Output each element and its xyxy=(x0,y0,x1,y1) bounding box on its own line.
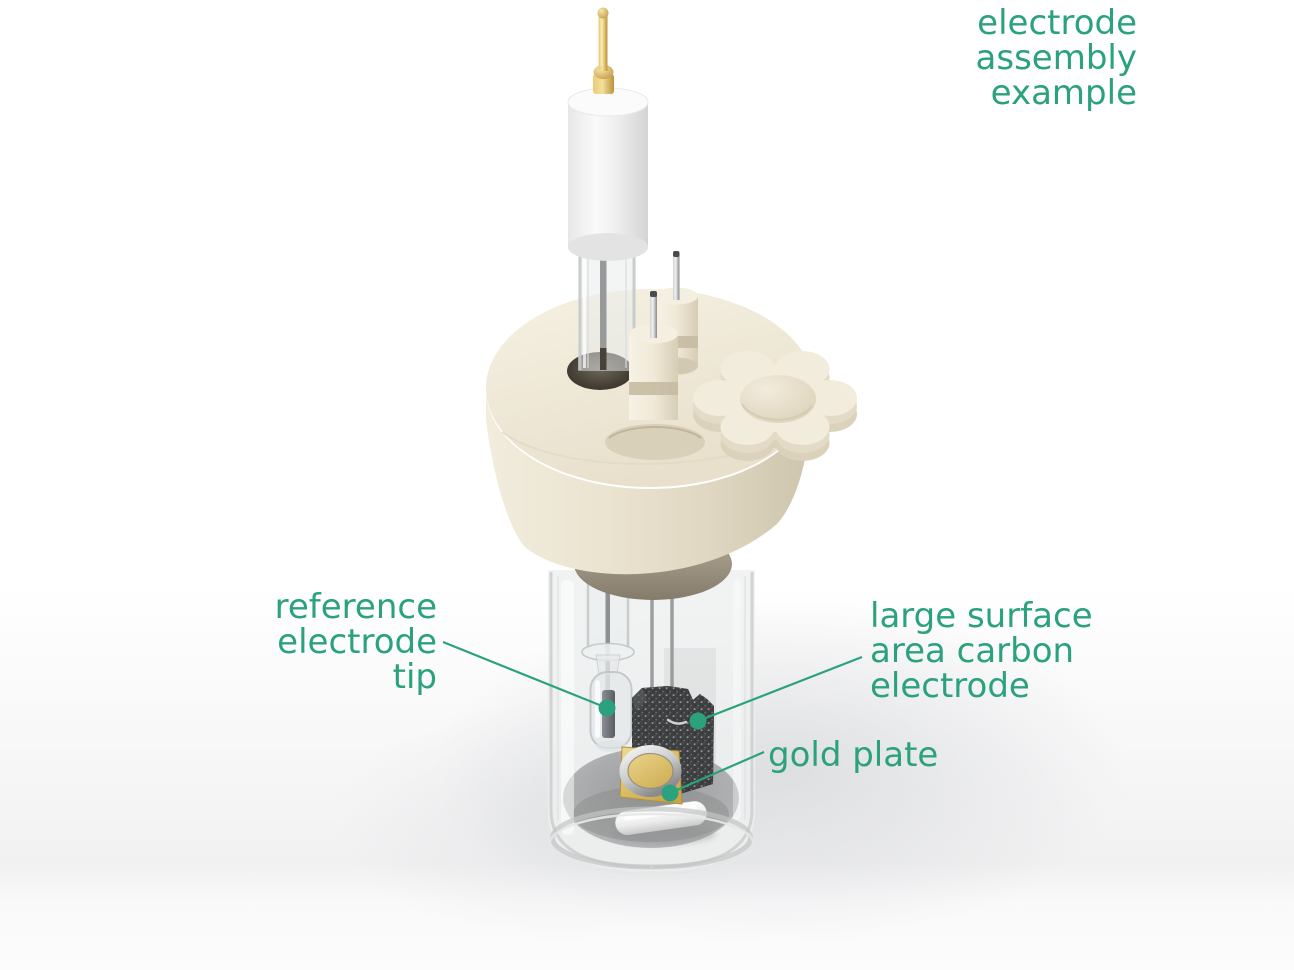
counter-electrode-pin xyxy=(673,254,680,300)
marker-dot-carbon xyxy=(689,712,707,730)
label-carbon-electrode: large surface area carbon electrode xyxy=(870,596,1093,706)
gold-connector-pin xyxy=(593,7,614,94)
carbon-highlight xyxy=(666,718,688,725)
leader-line-gold xyxy=(669,750,765,795)
leader-line-reference xyxy=(442,640,608,710)
working-electrode-port xyxy=(629,291,678,420)
reference-electrode-body xyxy=(567,7,649,261)
knurled-nut xyxy=(693,351,857,461)
reference-inner-wire xyxy=(600,250,607,352)
gold-plate-oring xyxy=(619,745,682,797)
annotation-dots xyxy=(598,699,707,802)
glass-cell-vial xyxy=(548,570,755,876)
working-electrode-pin xyxy=(650,294,657,338)
annotation-leaders xyxy=(442,640,863,795)
leader-line-carbon xyxy=(697,655,863,723)
upper-glass-tube xyxy=(578,247,636,371)
glass-highlight xyxy=(561,580,574,835)
port-recess xyxy=(605,424,705,460)
figure-title: electrode assembly example xyxy=(975,3,1137,113)
marker-dot-gold xyxy=(661,784,679,802)
marker-dot-reference xyxy=(598,699,616,717)
label-gold-plate: gold plate xyxy=(768,735,939,775)
cap-side xyxy=(486,390,814,575)
label-reference-electrode-tip: reference electrode tip xyxy=(274,587,437,697)
nut-center-dish xyxy=(740,375,816,423)
